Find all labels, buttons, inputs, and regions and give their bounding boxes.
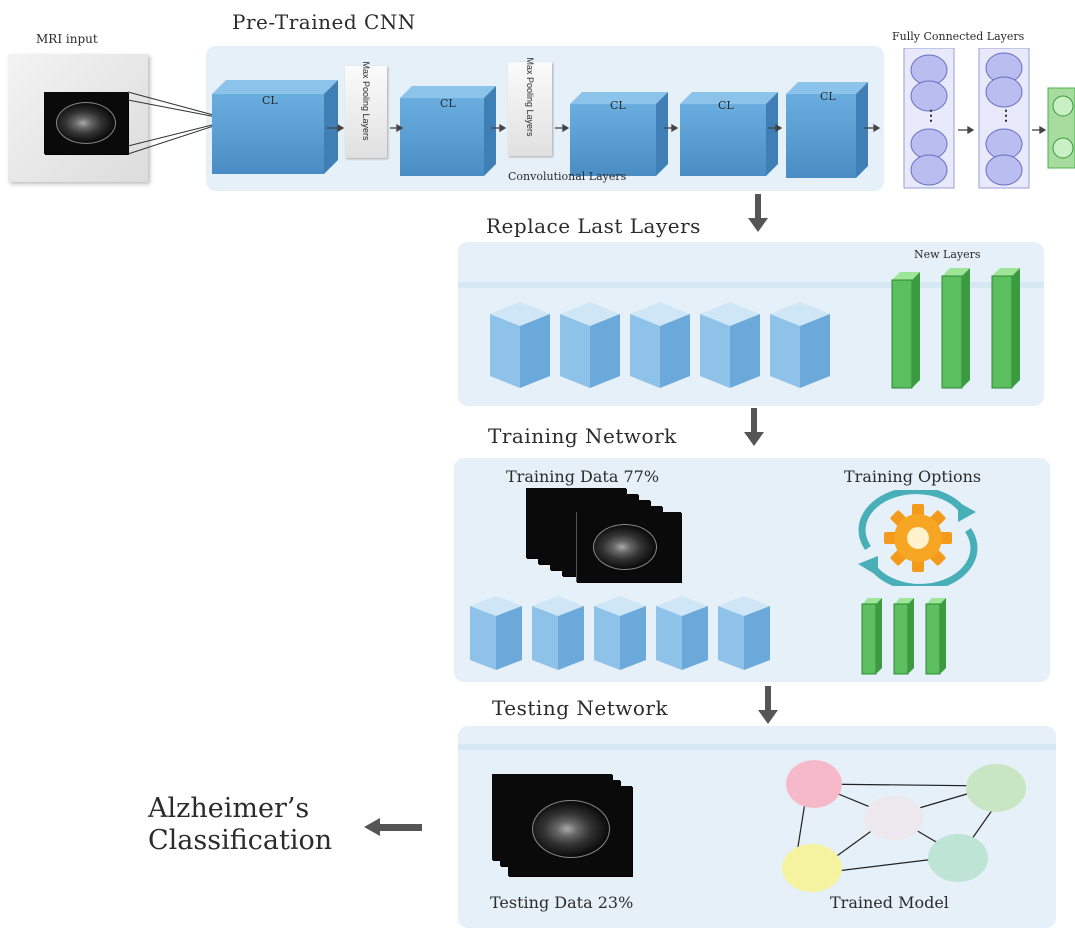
max-pooling-block-2: Max Pooling Layers xyxy=(508,57,552,156)
replace-last-layers-title: Replace Last Layers xyxy=(486,214,701,238)
conv-label-4: CL xyxy=(718,99,734,112)
mri-input-image xyxy=(44,92,128,154)
fc-dots-1: ⋮ xyxy=(924,108,938,124)
conv-cube-4 xyxy=(680,92,778,176)
conv-cube-1 xyxy=(212,80,338,174)
replace-blue-blocks xyxy=(490,302,830,388)
training-options-gear-icon[interactable] xyxy=(846,490,990,586)
training-options-label: Training Options xyxy=(844,467,982,486)
alzheimers-classification-label: Alzheimer’s Classification xyxy=(148,793,332,857)
training-blue-blocks xyxy=(470,596,770,670)
conv-cube-2 xyxy=(400,86,496,176)
fully-connected-title: Fully Connected Layers xyxy=(892,30,1025,43)
trained-model-graph xyxy=(782,760,1026,892)
mri-input-label: MRI input xyxy=(36,32,98,46)
down-arrow-3 xyxy=(758,686,778,724)
classification-line-1: Alzheimer’s xyxy=(148,793,310,824)
conv-cube-5 xyxy=(786,82,868,178)
new-layers-green-blocks xyxy=(891,268,1020,389)
conv-label-5: CL xyxy=(820,90,836,103)
testing-data-label: Testing Data 23% xyxy=(490,893,634,912)
classification-line-2: Classification xyxy=(148,825,333,856)
convolutional-layers-caption: Convolutional Layers xyxy=(508,170,627,183)
testing-data-stack xyxy=(492,774,642,884)
conv-label-1: CL xyxy=(262,94,278,107)
left-arrow xyxy=(364,818,422,836)
fully-connected-layers xyxy=(903,48,1075,189)
max-pooling-block-1: Max Pooling Layers xyxy=(345,61,387,158)
down-arrow-1 xyxy=(748,194,768,232)
training-network-title: Training Network xyxy=(488,424,677,448)
fc-dots-2: ⋮ xyxy=(999,108,1013,124)
training-data-stack xyxy=(526,488,686,588)
conv-label-2: CL xyxy=(440,97,456,110)
down-arrow-2 xyxy=(744,408,764,446)
training-data-label: Training Data 77% xyxy=(506,467,660,486)
testing-network-title: Testing Network xyxy=(492,696,669,720)
conv-label-3: CL xyxy=(610,99,626,112)
pretrained-cnn-title: Pre-Trained CNN xyxy=(232,10,416,34)
mri-input-frame xyxy=(8,54,148,182)
trained-model-label: Trained Model xyxy=(830,893,949,912)
training-green-blocks xyxy=(861,598,946,675)
max-pooling-label-1: Max Pooling Layers xyxy=(361,61,371,141)
max-pooling-label-2: Max Pooling Layers xyxy=(525,57,535,137)
conv-cube-3 xyxy=(570,92,668,176)
new-layers-label: New Layers xyxy=(914,248,981,261)
